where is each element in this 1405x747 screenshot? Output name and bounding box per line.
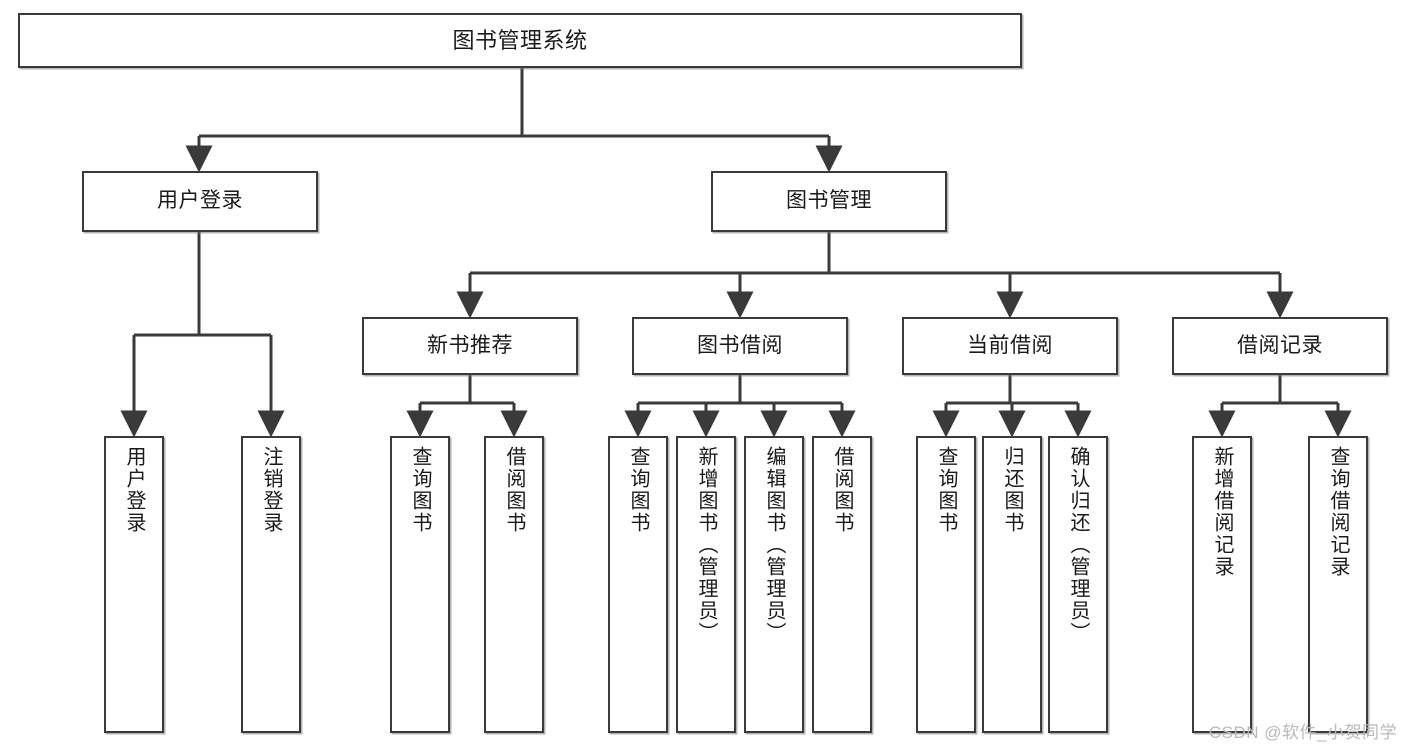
node-leaf-return-book[interactable]: 归还图书: [982, 436, 1042, 733]
node-root[interactable]: 图书管理系统: [18, 13, 1022, 68]
node-new-book-rec[interactable]: 新书推荐: [362, 317, 578, 375]
node-leaf-borrow-book-2[interactable]: 借阅图书: [812, 436, 872, 733]
node-leaf-query-book-2-label: 查询图书: [627, 446, 649, 534]
node-leaf-borrow-book-1-label: 借阅图书: [503, 446, 525, 534]
node-leaf-borrow-book-1[interactable]: 借阅图书: [484, 436, 544, 733]
node-leaf-edit-book[interactable]: 编辑图书（管理员）: [744, 436, 804, 733]
node-leaf-borrow-book-2-label: 借阅图书: [831, 446, 853, 534]
node-leaf-add-book-label: 新增图书（管理员）: [695, 446, 717, 644]
node-current-borrow-label: 当前借阅: [967, 333, 1053, 357]
node-leaf-user-logout[interactable]: 注销登录: [241, 436, 301, 733]
node-leaf-query-book-1[interactable]: 查询图书: [390, 436, 450, 733]
node-leaf-user-login[interactable]: 用户登录: [104, 436, 164, 733]
node-book-borrow-label: 图书借阅: [697, 333, 783, 357]
node-book-manage-label: 图书管理: [786, 189, 872, 213]
node-leaf-return-book-label: 归还图书: [1001, 446, 1023, 534]
node-leaf-confirm-return-label: 确认归还（管理员）: [1067, 446, 1089, 644]
node-leaf-confirm-return[interactable]: 确认归还（管理员）: [1048, 436, 1108, 733]
node-leaf-add-book[interactable]: 新增图书（管理员）: [676, 436, 736, 733]
node-borrow-record-label: 借阅记录: [1237, 333, 1323, 357]
node-leaf-add-record-label: 新增借阅记录: [1211, 446, 1233, 578]
node-borrow-record[interactable]: 借阅记录: [1172, 317, 1388, 375]
node-leaf-query-book-3-label: 查询图书: [935, 446, 957, 534]
node-root-label: 图书管理系统: [452, 27, 588, 53]
node-leaf-query-record[interactable]: 查询借阅记录: [1308, 436, 1368, 733]
node-leaf-query-book-1-label: 查询图书: [409, 446, 431, 534]
node-leaf-add-record[interactable]: 新增借阅记录: [1192, 436, 1252, 733]
node-leaf-edit-book-label: 编辑图书（管理员）: [763, 446, 785, 644]
node-leaf-query-book-3[interactable]: 查询图书: [916, 436, 976, 733]
node-leaf-query-book-2[interactable]: 查询图书: [608, 436, 668, 733]
node-leaf-user-login-label: 用户登录: [123, 446, 145, 534]
node-leaf-user-logout-label: 注销登录: [260, 446, 282, 534]
watermark-text: CSDN @软件_小贺同学: [1208, 723, 1397, 742]
node-new-book-rec-label: 新书推荐: [427, 333, 513, 357]
node-current-borrow[interactable]: 当前借阅: [902, 317, 1118, 375]
node-leaf-query-record-label: 查询借阅记录: [1327, 446, 1349, 578]
node-book-manage[interactable]: 图书管理: [711, 171, 947, 232]
node-book-borrow[interactable]: 图书借阅: [632, 317, 848, 375]
node-user-login[interactable]: 用户登录: [82, 171, 318, 232]
node-user-login-label: 用户登录: [157, 189, 243, 213]
